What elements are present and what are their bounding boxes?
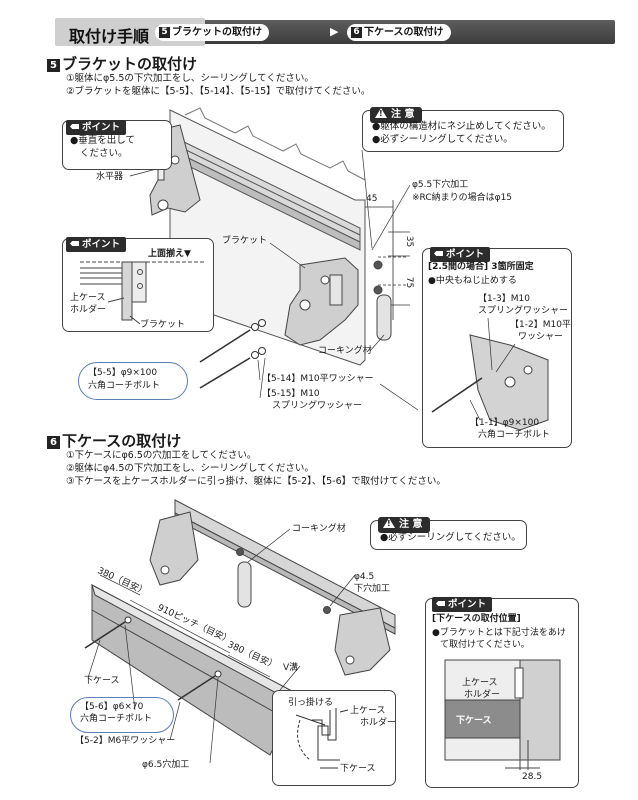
step6-number: 6	[351, 27, 362, 38]
point2-tag-label: ポイント	[82, 239, 121, 250]
section6-caution-tag: 注 意	[378, 512, 431, 533]
point3-p12-line1: 【1-2】M10平	[510, 320, 571, 330]
point1-text-1: ●垂直を出して	[70, 135, 136, 146]
hole-note-1: φ5.5下穴加工	[412, 180, 469, 190]
lower-case-label: 下ケース	[84, 676, 120, 686]
caulking-label-5: コーキング材	[318, 346, 372, 356]
point3-p13-line2: スプリングワッシャー	[478, 306, 569, 316]
step6-pill-label: 下ケースの取付け	[364, 27, 444, 38]
section5-instruction-1: ①躯体にφ5.5の下穴加工をし、シーリングしてください。	[66, 73, 314, 84]
pen-icon	[436, 601, 445, 606]
v-groove-label: V溝	[283, 663, 299, 673]
section6-point-tag-label: ポイント	[448, 599, 487, 610]
point1-text-2: ください。	[80, 148, 128, 159]
step5-pill-label: ブラケットの取付け	[172, 27, 262, 38]
dim-45: 45	[366, 194, 378, 204]
part-5-6-highlight	[70, 697, 174, 733]
point3-p11-line2: 六角コーチボルト	[478, 430, 551, 440]
section6-point-holder-2: ホルダー	[464, 690, 501, 700]
section5-number: 5	[47, 59, 60, 72]
level-label: 水平器	[96, 172, 124, 182]
section6-point-dim: 28.5	[522, 772, 543, 782]
point2-top-label: 上面揃え▼	[148, 249, 191, 259]
page-title: 取付け手順	[69, 27, 150, 46]
section5-instruction-2: ②ブラケットを躯体に【5-5】、【5-14】、【5-15】で取付けてください。	[66, 86, 371, 97]
part-5-5-highlight	[78, 362, 188, 400]
point2-holder-1: 上ケース	[70, 293, 106, 303]
step5-number: 5	[159, 27, 170, 38]
section5-caution-label: 注 意	[391, 109, 415, 120]
point2-holder-2: ホルダー	[70, 305, 107, 315]
hook-holder-1: 上ケース	[350, 706, 386, 716]
section6-point-tag: ポイント	[432, 592, 493, 612]
warning-icon	[383, 518, 395, 528]
point3-p12-line2: ワッシャー	[518, 332, 564, 342]
section6-instruction-1: ①下ケースにφ6.5の穴加工をしてください。	[66, 450, 257, 461]
part-5-2: 【5-2】M6平ワッシャー	[75, 736, 176, 746]
point3-tag-label: ポイント	[446, 249, 485, 260]
point3-tag: ポイント	[430, 242, 491, 262]
hook-detail-box	[272, 690, 396, 786]
hole65-label: φ6.5穴加工	[142, 760, 190, 770]
part-5-15-line2: スプリングワッシャー	[272, 401, 363, 411]
section6-instruction-2: ②躯体にφ4.5の下穴加工をし、シーリングしてください。	[66, 463, 314, 474]
part-5-6-line2: 六角コーチボルト	[80, 714, 153, 724]
hole45-line2: 下穴加工	[354, 584, 391, 594]
section5-caution-item-1: ●躯体の構造材にネジ止めしてください。	[372, 121, 551, 132]
pen-icon	[70, 124, 79, 129]
section6-point-holder-1: 上ケース	[462, 678, 498, 688]
point3-heading: [2.5間の場合] 3箇所固定	[428, 262, 534, 272]
part-5-6-line1: 【5-6】φ6×70	[80, 702, 144, 712]
part-5-5-line1: 【5-5】φ9×100	[88, 368, 158, 378]
section6-point-text-1: ●ブラケットとは下記寸法をあけ	[432, 628, 566, 638]
section6-point-text-2: て取付けてください。	[440, 640, 530, 650]
hole45-line1: φ4.5	[354, 572, 375, 582]
section5-title-text: ブラケットの取付け	[62, 55, 198, 73]
point3-p13-line1: 【1-3】M10	[478, 294, 530, 304]
point3-bullet: ●中央もねじ止めする	[428, 276, 517, 286]
pen-icon	[434, 251, 443, 256]
part-5-5-line2: 六角コーチボルト	[88, 381, 161, 391]
point1-tag-label: ポイント	[82, 122, 121, 133]
hook-title: 引っ掛ける	[288, 698, 334, 708]
section6-caution-label: 注 意	[399, 519, 423, 530]
section6-instruction-3: ③下ケースを上ケースホルダーに引っ掛け、躯体に【5-2】、【5-6】で取付けてく…	[66, 476, 446, 487]
warning-icon	[375, 108, 387, 118]
point3-p11-line1: 【1-1】φ9×100	[470, 418, 540, 428]
point1-tag: ポイント	[66, 115, 127, 135]
caulking-label-6: コーキング材	[292, 524, 346, 534]
point2-tag: ポイント	[66, 232, 127, 252]
pen-icon	[70, 241, 79, 246]
section5-caution-tag: 注 意	[370, 102, 423, 123]
hook-holder-2: ホルダー	[360, 718, 397, 728]
hook-lower-case: 下ケース	[340, 764, 376, 774]
section6-title-text: 下ケースの取付け	[62, 432, 182, 450]
section6-point-heading: [下ケースの取付位置]	[432, 614, 521, 624]
part-5-14: 【5-14】M10平ワッシャー	[262, 374, 374, 384]
section6-number: 6	[47, 436, 60, 449]
section6-caution-item-1: ●必ずシーリングしてください。	[380, 532, 521, 543]
point2-bracket-label: ブラケット	[140, 320, 186, 330]
part-5-15-line1: 【5-15】M10	[262, 389, 320, 399]
section5-caution-item-2: ●必ずシーリングしてください。	[372, 134, 513, 145]
section6-point-lower-case: 下ケース	[456, 716, 492, 726]
hole-note-2: ※RC納まりの場合はφ15	[412, 193, 513, 203]
arrow-right-icon: ▶	[330, 25, 339, 38]
bracket-label: ブラケット	[222, 236, 268, 246]
